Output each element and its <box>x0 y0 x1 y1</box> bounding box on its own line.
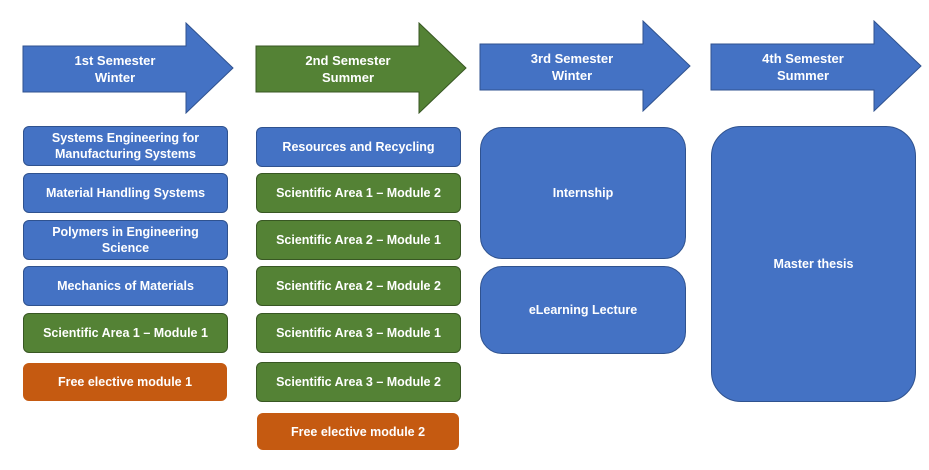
module-polymers: Polymers in Engineering Science <box>23 220 228 260</box>
semester-4-season: Summer <box>776 68 830 83</box>
module-systems-engineering: Systems Engineering for Manufacturing Sy… <box>23 126 228 166</box>
arrow-shape <box>479 20 691 112</box>
semester-1-season: Winter <box>94 70 136 85</box>
semester-3-title: 3rd Semester <box>530 51 614 66</box>
semester-4-title: 4th Semester <box>762 51 844 66</box>
module-internship: Internship <box>480 127 686 259</box>
module-scientific-area-1-2: Scientific Area 1 – Module 2 <box>256 173 461 213</box>
module-free-elective-2: Free elective module 2 <box>257 413 459 450</box>
module-free-elective-1: Free elective module 1 <box>23 363 227 401</box>
module-elearning-lecture: eLearning Lecture <box>480 266 686 354</box>
module-master-thesis: Master thesis <box>711 126 916 402</box>
semester-2-arrow: 2nd Semester Summer <box>255 22 467 114</box>
arrow-shape <box>710 20 922 112</box>
semester-2-label: 2nd Semester Summer <box>255 46 441 92</box>
semester-2-title: 2nd Semester <box>305 53 391 68</box>
semester-3-arrow: 3rd Semester Winter <box>479 20 691 112</box>
semester-3-label: 3rd Semester Winter <box>479 44 665 90</box>
semester-1-title: 1st Semester <box>74 53 156 68</box>
semester-4-arrow: 4th Semester Summer <box>710 20 922 112</box>
semester-2-season: Summer <box>321 70 375 85</box>
semester-3-season: Winter <box>551 68 593 83</box>
semester-4-label: 4th Semester Summer <box>710 44 896 90</box>
module-scientific-area-2-1: Scientific Area 2 – Module 1 <box>256 220 461 260</box>
module-scientific-area-2-2: Scientific Area 2 – Module 2 <box>256 266 461 306</box>
module-scientific-area-1-1: Scientific Area 1 – Module 1 <box>23 313 228 353</box>
module-material-handling: Material Handling Systems <box>23 173 228 213</box>
module-resources-recycling: Resources and Recycling <box>256 127 461 167</box>
module-mechanics-of-materials: Mechanics of Materials <box>23 266 228 306</box>
arrow-shape <box>22 22 234 114</box>
semester-1-label: 1st Semester Winter <box>22 46 208 92</box>
arrow-shape <box>255 22 467 114</box>
module-scientific-area-3-2: Scientific Area 3 – Module 2 <box>256 362 461 402</box>
module-scientific-area-3-1: Scientific Area 3 – Module 1 <box>256 313 461 353</box>
semester-1-arrow: 1st Semester Winter <box>22 22 234 114</box>
